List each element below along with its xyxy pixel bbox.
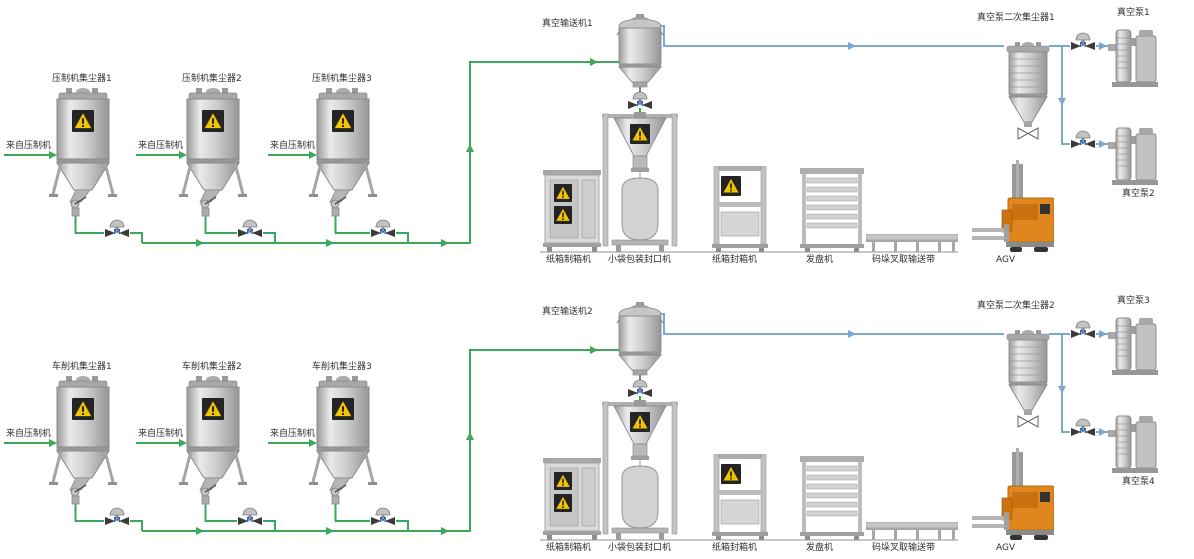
carton-forming-machine — [543, 458, 601, 540]
source-label: 来自压制机 — [270, 429, 316, 439]
press-dust-collector-2 — [179, 88, 247, 216]
section-turning-line — [4, 302, 1159, 541]
turning-dust-collector-3 — [309, 376, 377, 504]
press-dust-collector-1 — [49, 88, 117, 216]
pump-label: 真空泵1 — [1117, 8, 1150, 18]
bag-packing-sealing-machine — [602, 112, 678, 252]
equipment-label: 小袋包装封口机 — [608, 255, 672, 265]
vacuum-pump-3 — [1108, 317, 1159, 376]
vacuum-pump-secondary-collector-1 — [1006, 42, 1050, 140]
source-label: 来自压制机 — [270, 141, 316, 151]
equipment-label: 纸箱封箱机 — [712, 255, 758, 265]
collector-label: 压制机集尘器2 — [182, 74, 242, 84]
valve-m-label[interactable]: M — [1079, 427, 1087, 435]
blue-arrowheads — [848, 42, 1107, 148]
collector-label: 车削机集尘器2 — [182, 362, 242, 372]
pump-label: 真空泵3 — [1117, 296, 1150, 306]
equipment-label: 发盘机 — [806, 543, 834, 553]
carton-sealing-machine — [712, 454, 768, 540]
equipment-label: 小袋包装封口机 — [608, 543, 672, 553]
vacuum-pump-4 — [1108, 415, 1159, 474]
collector-label: 车削机集尘器1 — [52, 362, 112, 372]
valve-m-label[interactable]: M — [1079, 139, 1087, 147]
palletizing-fork-conveyor — [866, 234, 958, 252]
equipment-label: 纸箱制箱机 — [546, 255, 592, 265]
pump-label: 真空泵4 — [1122, 477, 1155, 487]
valve-m-label[interactable]: M — [1079, 329, 1087, 337]
valve-m-label[interactable]: M — [113, 516, 121, 524]
collector-label: 压制机集尘器1 — [52, 74, 112, 84]
carton-sealing-machine — [712, 166, 768, 252]
source-label: 来自压制机 — [138, 429, 184, 439]
valve-m-label[interactable]: M — [379, 228, 387, 236]
vacuum-pump-2 — [1108, 127, 1159, 186]
equipment-label: 码垛叉取输送带 — [872, 543, 936, 553]
equipment-label: 发盘机 — [806, 255, 834, 265]
equipment-label: 码垛叉取输送带 — [872, 255, 936, 265]
collector-label: 车削机集尘器3 — [312, 362, 372, 372]
vacuum-pump-1 — [1108, 29, 1159, 88]
valve-m-label[interactable]: M — [1079, 41, 1087, 49]
equipment-label: AGV — [996, 255, 1016, 265]
vacuum-conveyor-label: 真空输送机1 — [542, 19, 593, 29]
press-dust-collector-3 — [309, 88, 377, 216]
valve-m-label[interactable]: M — [246, 516, 254, 524]
source-label: 来自压制机 — [6, 141, 52, 151]
secondary-collector-label: 真空泵二次集尘器1 — [977, 13, 1055, 23]
valve-m-label[interactable]: M — [379, 516, 387, 524]
carton-forming-machine — [543, 170, 601, 252]
source-label: 来自压制机 — [6, 429, 52, 439]
equipment-label: 纸箱封箱机 — [712, 543, 758, 553]
secondary-collector-label: 真空泵二次集尘器2 — [977, 301, 1055, 311]
vacuum-conveyor-2 — [616, 302, 664, 376]
tray-dispenser — [800, 168, 864, 252]
collector-label: 压制机集尘器3 — [312, 74, 372, 84]
palletizing-fork-conveyor — [866, 522, 958, 540]
agv-forklift — [972, 447, 1054, 540]
bag-packing-sealing-machine — [602, 400, 678, 540]
vacuum-conveyor-1 — [616, 14, 664, 88]
vacuum-pump-secondary-collector-2 — [1006, 330, 1050, 428]
valve-m-label[interactable]: M — [246, 228, 254, 236]
valve-m-label[interactable]: M — [636, 100, 644, 108]
blue-arrowheads — [848, 330, 1107, 436]
equipment-label: 纸箱制箱机 — [546, 543, 592, 553]
pump-label: 真空泵2 — [1122, 189, 1155, 199]
valve-m-label[interactable]: M — [113, 228, 121, 236]
tray-dispenser — [800, 456, 864, 540]
vacuum-conveyor-label: 真空输送机2 — [542, 307, 593, 317]
source-label: 来自压制机 — [138, 141, 184, 151]
turning-dust-collector-2 — [179, 376, 247, 504]
section-press-line — [4, 14, 1159, 253]
agv-forklift — [972, 159, 1054, 252]
turning-dust-collector-1 — [49, 376, 117, 504]
valve-m-label[interactable]: M — [636, 388, 644, 396]
equipment-label: AGV — [996, 543, 1016, 553]
